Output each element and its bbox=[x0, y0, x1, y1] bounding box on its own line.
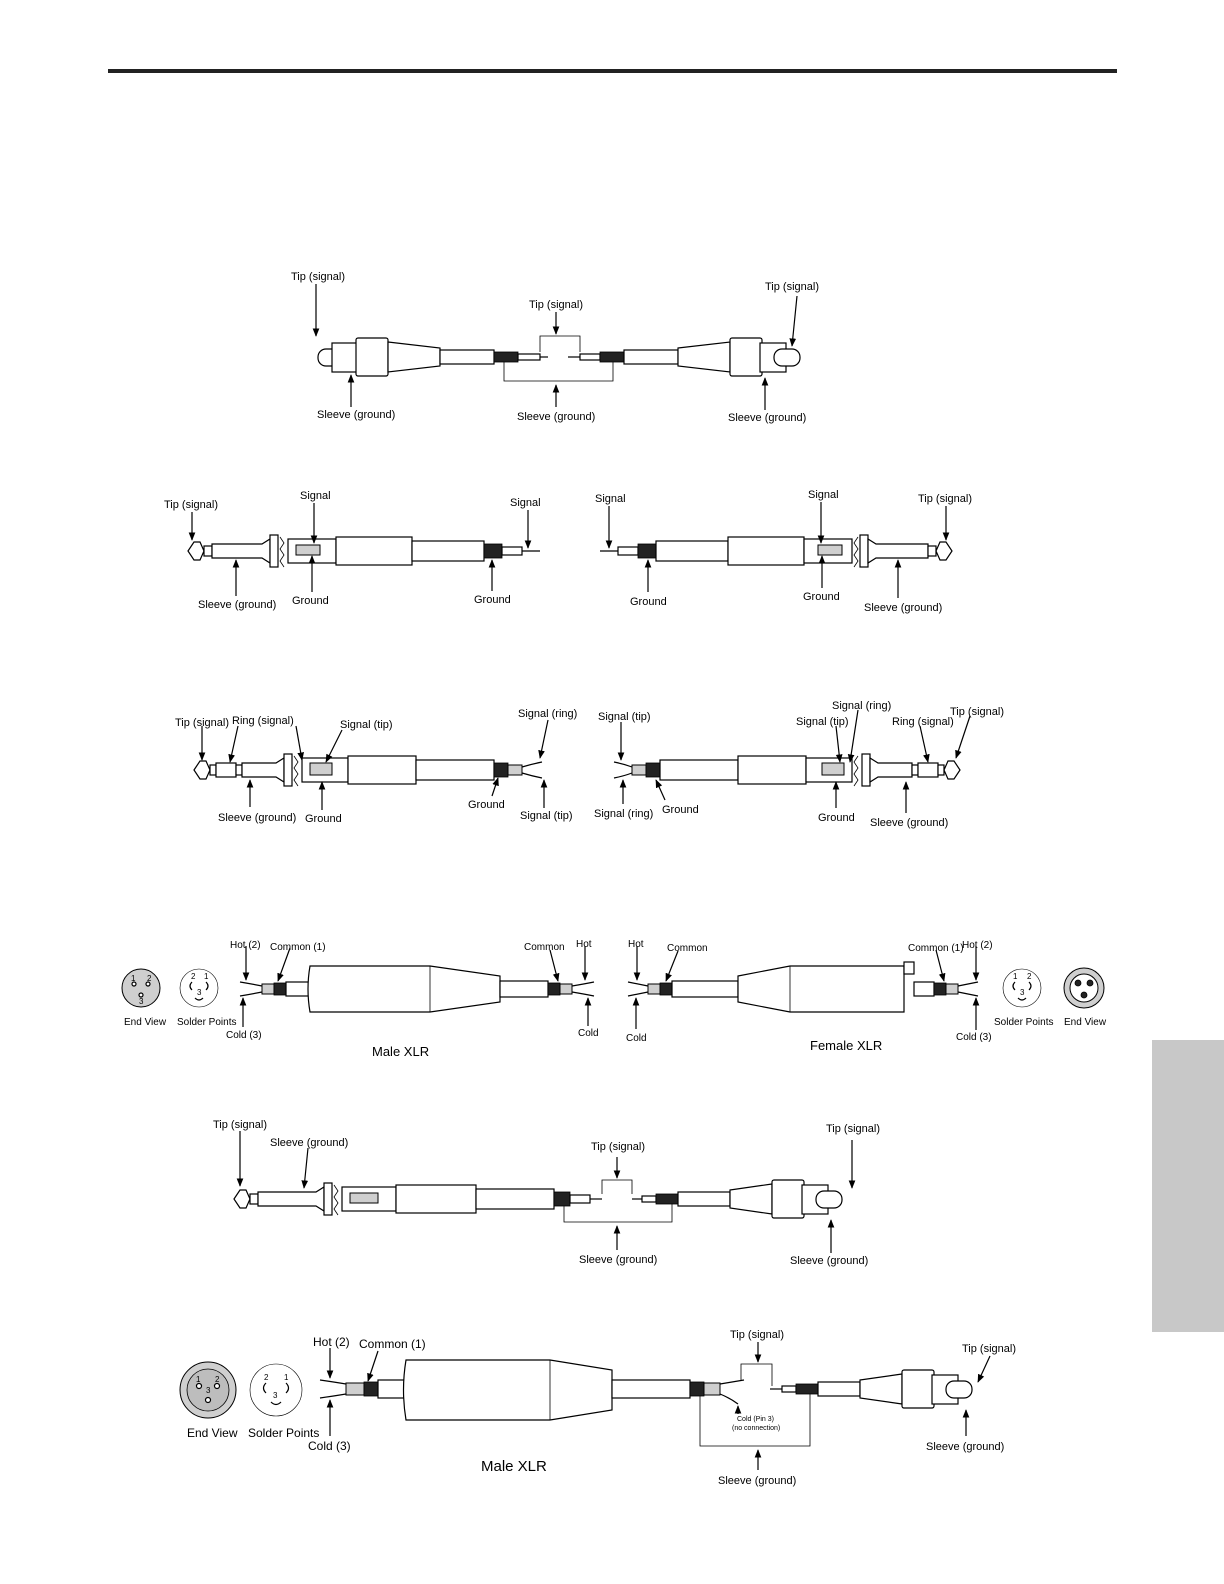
label-signal: Signal bbox=[300, 490, 331, 502]
ts-to-rca-cable: Tip (signal) Sleeve (ground) Tip (signal… bbox=[213, 1119, 880, 1267]
label-sleeve-ground: Sleeve (ground) bbox=[218, 812, 296, 824]
label-common: Common (1) bbox=[908, 943, 964, 954]
female-xlr-caption: Female XLR bbox=[810, 1038, 882, 1053]
label-cold: Cold (3) bbox=[226, 1030, 262, 1041]
ts-phone-plug-cable: Tip (signal) Signal Signal Sleeve (groun… bbox=[164, 489, 972, 614]
label-end-view: End View bbox=[124, 1017, 167, 1028]
label-solder-points: Solder Points bbox=[177, 1017, 236, 1028]
label-sleeve-ground: Sleeve (ground) bbox=[270, 1137, 348, 1149]
label-cold: Cold (3) bbox=[308, 1439, 351, 1453]
label-hot: Hot bbox=[628, 939, 644, 950]
label-ground: Ground bbox=[818, 812, 855, 824]
trs-phone-plug-cable: Tip (signal) Ring (signal) Signal (tip) … bbox=[175, 700, 1004, 829]
label-end-view: End View bbox=[1064, 1017, 1107, 1028]
label-sleeve-ground: Sleeve (ground) bbox=[790, 1255, 868, 1267]
label-sleeve-ground: Sleeve (ground) bbox=[864, 602, 942, 614]
pin-number: 2 bbox=[215, 1375, 220, 1384]
pin-number: 2 bbox=[1027, 972, 1032, 981]
label-sleeve-ground: Sleeve (ground) bbox=[728, 412, 806, 424]
pin-number: 1 bbox=[196, 1375, 201, 1384]
label-sleeve-ground: Sleeve (ground) bbox=[870, 817, 948, 829]
label-solder-points: Solder Points bbox=[994, 1017, 1053, 1028]
label-tip-signal: Tip (signal) bbox=[962, 1343, 1016, 1355]
pin-number: 1 bbox=[1013, 972, 1018, 981]
label-signal-tip: Signal (tip) bbox=[520, 810, 573, 822]
pin-number: 3 bbox=[1020, 988, 1025, 997]
pin-number: 2 bbox=[264, 1373, 269, 1382]
label-cold: Cold bbox=[626, 1033, 647, 1044]
rca-to-rca-cable: Tip (signal) Tip (signal) Tip (signal) S… bbox=[291, 271, 819, 424]
label-hot: Hot (2) bbox=[962, 940, 993, 951]
label-cold: Cold bbox=[578, 1028, 599, 1039]
pin-number: 3 bbox=[206, 1386, 211, 1395]
label-ground: Ground bbox=[305, 813, 342, 825]
solder-points-icon: 2 1 3 bbox=[249, 1363, 303, 1417]
label-signal-tip: Signal (tip) bbox=[340, 719, 393, 731]
label-tip-signal: Tip (signal) bbox=[730, 1329, 784, 1341]
label-tip-signal: Tip (signal) bbox=[918, 493, 972, 505]
solder-points-icon: 2 1 3 bbox=[179, 968, 219, 1008]
label-cold-pin3: Cold (Pin 3) bbox=[737, 1416, 774, 1423]
label-ground: Ground bbox=[474, 594, 511, 606]
xlr-male-end-view-icon bbox=[121, 968, 161, 1008]
pin-number: 3 bbox=[139, 997, 144, 1006]
label-ground: Ground bbox=[630, 596, 667, 608]
label-sleeve-ground: Sleeve (ground) bbox=[317, 409, 395, 421]
label-tip-signal: Tip (signal) bbox=[164, 499, 218, 511]
label-sleeve-ground: Sleeve (ground) bbox=[579, 1254, 657, 1266]
male-xlr-caption: Male XLR bbox=[372, 1044, 429, 1059]
label-tip-signal: Tip (signal) bbox=[765, 281, 819, 293]
label-ground: Ground bbox=[662, 804, 699, 816]
label-common: Common bbox=[524, 942, 565, 953]
label-signal: Signal bbox=[808, 489, 839, 501]
label-tip-signal: Tip (signal) bbox=[826, 1123, 880, 1135]
pin-number: 2 bbox=[191, 972, 196, 981]
label-ring-signal: Ring (signal) bbox=[892, 716, 954, 728]
label-tip-signal: Tip (signal) bbox=[591, 1141, 645, 1153]
pin-number: 3 bbox=[273, 1391, 278, 1400]
pin-number: 3 bbox=[197, 988, 202, 997]
label-ground: Ground bbox=[292, 595, 329, 607]
label-signal-tip: Signal (tip) bbox=[796, 716, 849, 728]
label-cold: Cold (3) bbox=[956, 1032, 992, 1043]
label-tip-signal: Tip (signal) bbox=[529, 299, 583, 311]
label-sleeve-ground: Sleeve (ground) bbox=[718, 1475, 796, 1487]
label-end-view: End View bbox=[187, 1426, 238, 1440]
label-signal: Signal bbox=[510, 497, 541, 509]
label-signal-ring: Signal (ring) bbox=[594, 808, 653, 820]
pin-number: 1 bbox=[204, 972, 209, 981]
xlr-to-xlr-cable: 1 2 3 2 1 3 bbox=[121, 939, 1107, 1059]
pin-number: 1 bbox=[131, 974, 136, 983]
male-xlr-caption: Male XLR bbox=[481, 1458, 547, 1475]
label-tip-signal: Tip (signal) bbox=[213, 1119, 267, 1131]
label-common: Common bbox=[667, 943, 708, 954]
xlr-to-rca-cable: 1 2 3 2 1 3 bbox=[179, 1329, 1016, 1487]
label-tip-signal: Tip (signal) bbox=[291, 271, 345, 283]
label-hot: Hot (2) bbox=[230, 940, 261, 951]
label-common: Common (1) bbox=[359, 1337, 426, 1351]
label-no-connection: (no connection) bbox=[732, 1425, 780, 1432]
label-sleeve-ground: Sleeve (ground) bbox=[198, 599, 276, 611]
label-signal-tip: Signal (tip) bbox=[598, 711, 651, 723]
pin-number: 1 bbox=[284, 1373, 289, 1382]
label-signal-ring: Signal (ring) bbox=[832, 700, 891, 712]
header-rule bbox=[108, 69, 1117, 73]
label-common: Common (1) bbox=[270, 942, 326, 953]
label-ring-signal: Ring (signal) bbox=[232, 715, 294, 727]
label-ground: Ground bbox=[803, 591, 840, 603]
solder-points-icon: 1 2 3 bbox=[1002, 968, 1042, 1008]
label-ground: Ground bbox=[468, 799, 505, 811]
section-side-tab bbox=[1152, 1040, 1224, 1332]
label-hot: Hot bbox=[576, 939, 592, 950]
label-sleeve-ground: Sleeve (ground) bbox=[517, 411, 595, 423]
label-signal: Signal bbox=[595, 493, 626, 505]
label-hot: Hot (2) bbox=[313, 1335, 350, 1349]
label-sleeve-ground: Sleeve (ground) bbox=[926, 1441, 1004, 1453]
label-tip-signal: Tip (signal) bbox=[175, 717, 229, 729]
label-signal-ring: Signal (ring) bbox=[518, 708, 577, 720]
label-solder-points: Solder Points bbox=[248, 1426, 319, 1440]
label-tip-signal: Tip (signal) bbox=[950, 706, 1004, 718]
pin-number: 2 bbox=[147, 974, 152, 983]
